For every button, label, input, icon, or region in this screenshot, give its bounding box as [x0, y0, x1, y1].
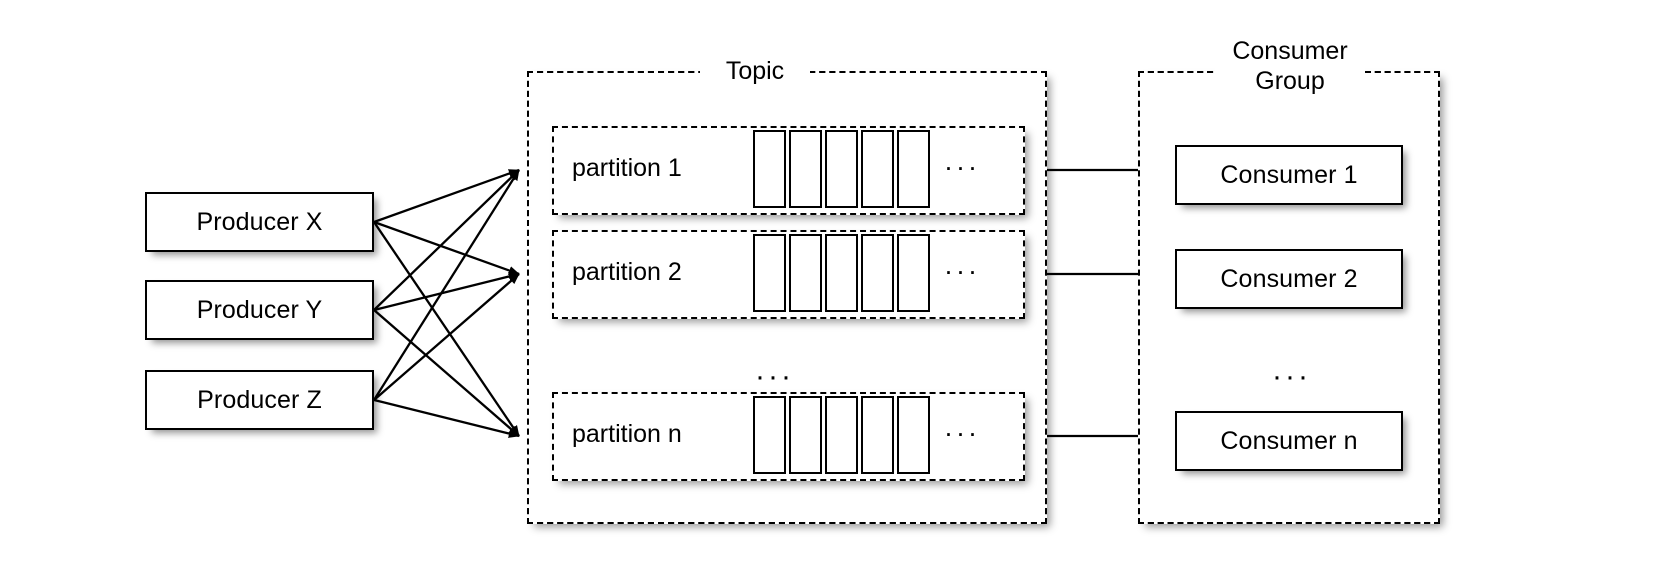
- message-cell: [897, 396, 930, 474]
- topic-label: Topic: [700, 56, 810, 88]
- arrow-producer-x-to-partition-n: [373, 221, 520, 437]
- message-cell: [897, 130, 930, 208]
- producer-box-z[interactable]: Producer Z: [145, 370, 374, 430]
- consumer-label: Consumer n: [1220, 426, 1358, 455]
- partition-box-1[interactable]: [552, 126, 1025, 215]
- message-cell: [753, 234, 786, 312]
- arrow-producer-z-to-partition-1: [373, 169, 520, 401]
- partition-gap-ellipsis: ···: [755, 360, 794, 393]
- arrow-producer-z-to-partition-n: [373, 398, 520, 438]
- consumer-box-2[interactable]: Consumer 2: [1175, 249, 1403, 309]
- producer-box-y[interactable]: Producer Y: [145, 280, 374, 340]
- message-cell: [753, 130, 786, 208]
- producer-label: Producer Y: [196, 295, 323, 324]
- consumer-box-1[interactable]: Consumer 1: [1175, 145, 1403, 205]
- message-cell: [825, 130, 858, 208]
- producer-label: Producer X: [196, 207, 323, 236]
- message-cell: [753, 396, 786, 474]
- arrow-producer-y-to-partition-2: [373, 272, 520, 312]
- partition-overflow-ellipsis: ···: [944, 418, 980, 448]
- partition-label-1: partition 1: [572, 154, 682, 182]
- consumer-label: Consumer 2: [1220, 264, 1358, 293]
- arrow-producer-z-to-partition-2: [373, 273, 520, 401]
- partition-box-n[interactable]: [552, 392, 1025, 481]
- message-cell: [789, 234, 822, 312]
- message-cell: [825, 234, 858, 312]
- consumer-gap-ellipsis: ···: [1272, 360, 1311, 393]
- consumer-label: Consumer 1: [1220, 160, 1358, 189]
- arrow-producer-x-to-partition-1: [373, 168, 520, 224]
- arrow-producer-y-to-partition-n: [373, 309, 520, 437]
- partition-label-n: partition n: [572, 420, 682, 448]
- message-cell: [789, 130, 822, 208]
- arrow-producer-y-to-partition-1: [373, 169, 520, 311]
- message-cell: [861, 130, 894, 208]
- consumer-group-label: Consumer Group: [1215, 36, 1365, 100]
- consumer-box-n[interactable]: Consumer n: [1175, 411, 1403, 471]
- partition-overflow-ellipsis: ···: [944, 152, 980, 182]
- message-cell: [825, 396, 858, 474]
- partition-label-2: partition 2: [572, 258, 682, 286]
- message-cell: [861, 396, 894, 474]
- message-cell: [897, 234, 930, 312]
- message-cell: [789, 396, 822, 474]
- partition-overflow-ellipsis: ···: [944, 256, 980, 286]
- partition-box-2[interactable]: [552, 230, 1025, 319]
- arrow-producer-x-to-partition-2: [373, 220, 520, 276]
- producer-box-x[interactable]: Producer X: [145, 192, 374, 252]
- producer-label: Producer Z: [197, 385, 322, 414]
- message-cell: [861, 234, 894, 312]
